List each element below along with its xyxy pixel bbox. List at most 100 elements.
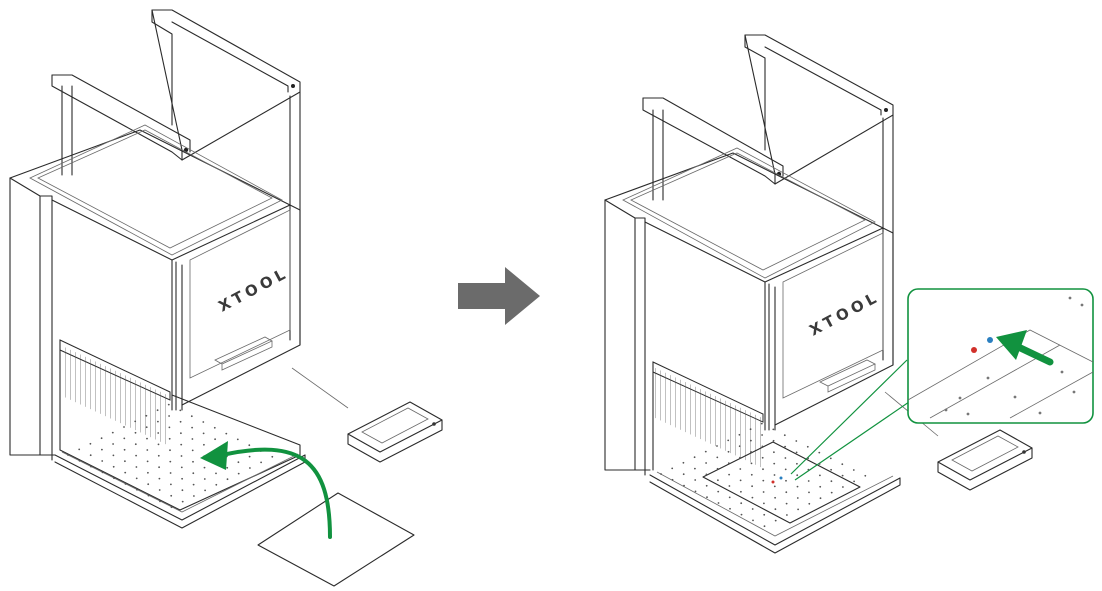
grid-dot [785,491,788,494]
grid-dot [774,496,776,499]
grid-dot [260,461,262,464]
grid-dot [717,479,719,482]
curved-arrow-icon [200,441,332,539]
red-dot [771,480,775,484]
grid-dot [773,462,776,465]
control-screen [937,429,1033,491]
grid-dot [796,485,799,488]
grid-dot [807,480,810,482]
brand-logo: XTOOL [806,288,882,340]
grid-dot [785,502,788,505]
grid-dot [785,479,787,482]
grid-dot [795,440,798,442]
grid-dot [705,462,707,464]
grid-dot [180,455,183,457]
grid-dot [123,426,125,428]
blue-dot-zoomed [987,337,993,343]
grid-dot [671,467,674,470]
grid-dot [818,451,821,454]
grid-dot [727,439,730,442]
grid-dot [739,468,742,470]
grid-dot [761,456,764,459]
grid-dot [112,465,115,468]
grid-dot [705,473,708,476]
grid-dot [740,502,743,505]
grid-dot [830,468,832,471]
grid-dot [192,472,195,475]
grid-dot [156,409,159,412]
grid-dot [157,432,160,434]
grid-dot [124,460,126,463]
grid-dot [226,466,229,469]
zoom-callout [907,288,1094,424]
grid-dot [215,483,218,486]
grid-dot [786,514,788,516]
grid-dot [739,456,741,459]
grid-dot [191,438,194,440]
grid-dot [135,466,138,468]
grid-dot [134,420,137,423]
grid-dot [808,502,811,505]
blue-dot [779,476,783,480]
grid-dot [145,426,148,429]
grid-dot [157,443,160,446]
grid-dot [146,437,148,440]
grid-dot [807,468,810,471]
grid-dot [158,466,161,469]
grid-dot [727,462,730,465]
grid-dot [168,415,171,417]
grid-dot [763,513,766,516]
grid-dot [774,508,777,511]
grid-dot [123,448,126,451]
grid-dot [808,491,810,494]
grid-dot [763,502,765,505]
grid-dot [841,474,844,477]
grid-dot [706,496,708,499]
grid-dot [169,460,172,463]
grid-dot [773,474,776,476]
grid-dot [248,444,251,447]
grid-dot [738,445,741,448]
grid-dot [157,420,159,423]
grid-dot [819,474,821,477]
grid-dot [694,490,697,493]
grid-dot [191,449,194,452]
grid-dot [797,508,799,511]
grid-dot [249,467,251,469]
grid-dot [146,449,149,451]
grid-dot [78,448,81,451]
grid-dot [774,519,777,522]
grid-dot [751,485,753,488]
grid-dot [215,472,217,475]
grid-dot [842,486,844,488]
grid-dot [146,460,149,463]
grid-dot [170,494,173,497]
grid-dot [90,465,92,468]
grid-dot [192,460,194,463]
brand-logo: XTOOL [215,264,291,316]
grid-dot [750,451,753,453]
grid-dot [147,483,150,486]
grid-dot [704,450,707,453]
grid-dot [112,454,115,457]
grid-dot [660,473,662,475]
pointer-arrow-icon [996,330,1054,366]
grid-dot [147,494,150,497]
grid-dot [796,497,799,499]
grid-dot [168,437,171,440]
grid-dot [830,491,833,494]
grid-dot [784,445,786,448]
grid-dot [783,434,786,437]
grid-dot [170,483,172,486]
grid-dot [784,457,787,459]
grid-dot [89,442,92,445]
grid-dot [761,445,764,448]
grid-dot [772,439,775,442]
grid-dot [136,488,138,491]
grid-dot [78,459,81,462]
grid-dot [181,477,184,480]
grid-dot [203,443,205,446]
grid-dot [124,483,127,485]
grid-dot [728,473,730,476]
